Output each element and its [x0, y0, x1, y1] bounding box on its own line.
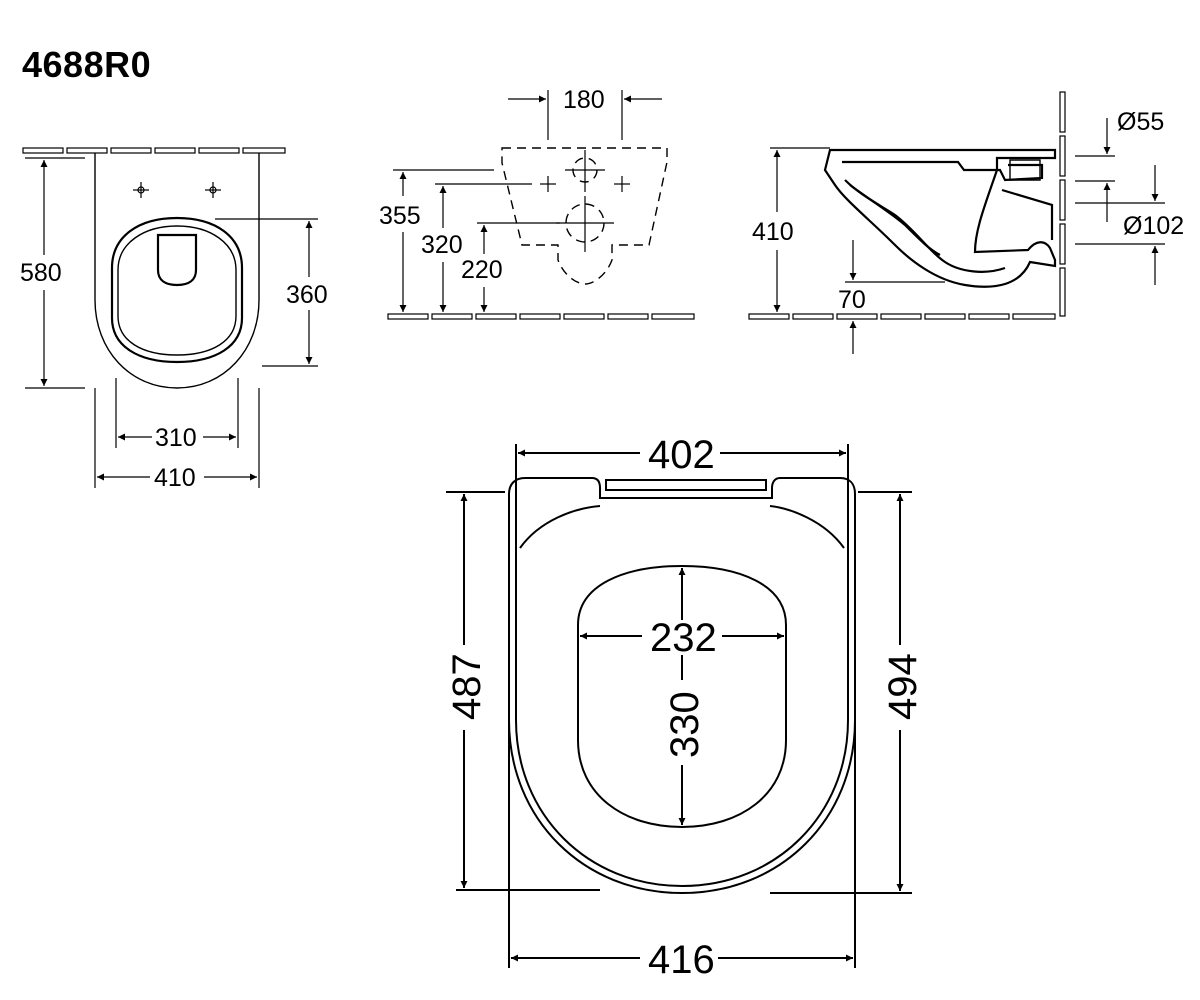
- model-number: 4688R0: [22, 44, 152, 85]
- front-view: 580 360 310 410: [20, 147, 328, 492]
- seat-outer-outline: [508, 477, 856, 895]
- seat-opening-width-label: 232: [650, 616, 717, 660]
- rear-fixing-height-label: 320: [421, 231, 463, 259]
- seat-right-length-label: 494: [881, 653, 925, 720]
- seat-opening-length-label: 330: [663, 691, 707, 758]
- rear-floor-line: [387, 313, 695, 320]
- side-view: 410 70 Ø55 Ø102: [748, 91, 1184, 354]
- front-depth-label: 360: [286, 281, 328, 309]
- front-bowl-outline: [94, 153, 260, 389]
- side-bowl-section: [823, 148, 1057, 288]
- rear-outlet-height-label: 220: [461, 256, 503, 284]
- front-seat-ring: [110, 216, 244, 364]
- seat-view: 402 416 487 494 232 330: [445, 433, 925, 982]
- side-offset-label: 70: [838, 286, 866, 314]
- side-inlet-diameter-label: Ø55: [1117, 108, 1164, 136]
- side-outlet-diameter-label: Ø102: [1123, 212, 1184, 240]
- front-wall-line: [22, 147, 286, 154]
- seat-top-width-label: 402: [648, 433, 715, 477]
- rear-view: 180 355 320 220: [379, 86, 695, 320]
- seat-opening: [577, 564, 787, 829]
- seat-bottom-width-label: 416: [648, 938, 715, 982]
- front-height-label: 580: [20, 259, 62, 287]
- side-height-label: 410: [752, 218, 794, 246]
- rear-fixing-distance-label: 180: [563, 86, 605, 114]
- side-wall-line: [1059, 91, 1066, 317]
- side-floor-line: [748, 313, 1056, 320]
- front-inner-width-label: 310: [155, 424, 197, 452]
- front-fixing-marks: [133, 182, 221, 198]
- rear-fixing-marks: [540, 176, 630, 192]
- rear-inlet-height-label: 355: [379, 202, 421, 230]
- front-outer-width-label: 410: [154, 464, 196, 492]
- rear-outline: [501, 147, 668, 285]
- front-hinge-plate: [156, 233, 198, 287]
- seat-left-length-label: 487: [445, 653, 489, 720]
